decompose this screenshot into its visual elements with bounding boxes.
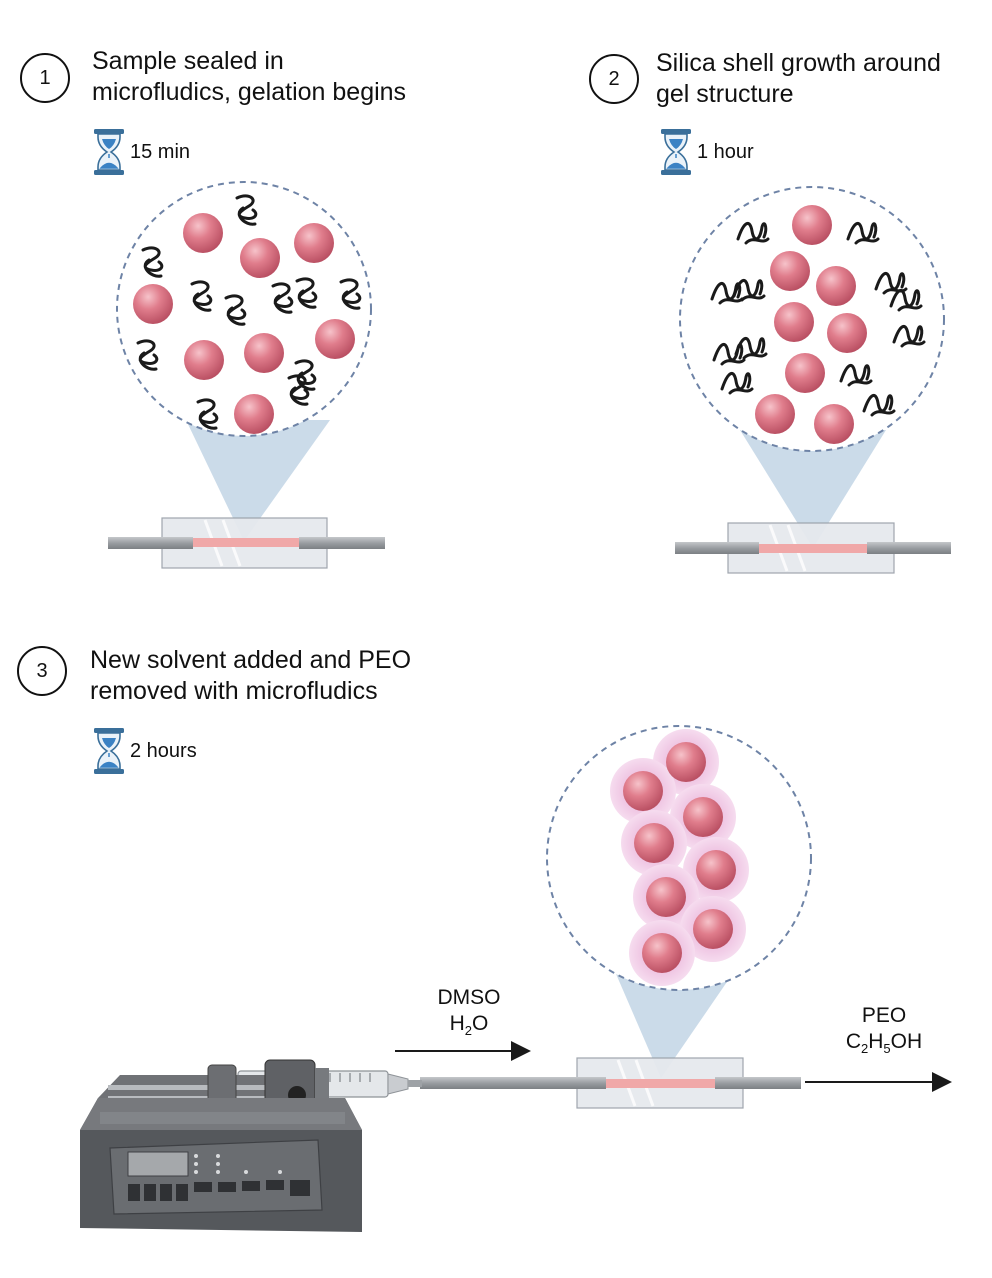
outlet-oh: OH xyxy=(890,1030,923,1053)
microfluidic-chip xyxy=(108,517,385,569)
hourglass-icon xyxy=(661,129,691,175)
step-1-title-line1: Sample sealed in xyxy=(92,47,284,75)
step-1-title-line2: microfludics, gelation begins xyxy=(92,78,407,106)
inlet-sub: 2 xyxy=(464,1023,473,1039)
hourglass-icon xyxy=(94,728,124,774)
microfluidic-chip xyxy=(675,522,951,574)
step-3-number: 3 xyxy=(17,646,67,696)
step-3-title: New solvent added and PEO removed with m… xyxy=(90,645,411,707)
zoom-cone xyxy=(740,430,886,548)
zoom-cone xyxy=(186,420,330,541)
particles xyxy=(755,205,867,444)
inlet-h: H xyxy=(449,1012,465,1035)
syringe-pump-icon xyxy=(80,1059,422,1232)
step-1-number: 1 xyxy=(20,53,70,103)
step-3-duration-text: 2 hours xyxy=(130,739,197,762)
step-3-title-line1: New solvent added and PEO xyxy=(90,646,412,674)
step-2-title-line1: Silica shell growth around xyxy=(656,49,941,77)
outlet-c: C xyxy=(845,1030,862,1053)
step-1-duration: 15 min xyxy=(92,128,190,176)
step-1-duration-text: 15 min xyxy=(130,140,191,163)
outlet-label-line1: PEO xyxy=(861,1004,907,1027)
step-2-title-line2: gel structure xyxy=(656,80,794,108)
particles xyxy=(133,213,355,434)
outlet-h: H xyxy=(868,1030,884,1053)
inlet-o: O xyxy=(472,1012,489,1035)
outlet-waste-label: PEO C2H5OH xyxy=(832,1003,936,1062)
inlet-label-line2: H2O xyxy=(424,1011,514,1044)
hourglass-icon xyxy=(94,129,124,175)
microfluidic-chip xyxy=(420,1057,801,1109)
inlet-solvent-label: DMSO H2O xyxy=(424,985,514,1044)
step-2-duration: 1 hour xyxy=(659,128,754,176)
step-2-number: 2 xyxy=(589,54,639,104)
step-2-title: Silica shell growth around gel structure xyxy=(656,48,941,110)
step-1-title: Sample sealed in microfludics, gelation … xyxy=(92,46,406,108)
outlet-sub2: 5 xyxy=(883,1041,891,1057)
outlet-label-line2: C2H5OH xyxy=(832,1029,936,1062)
particles xyxy=(623,742,736,973)
step-2-duration-text: 1 hour xyxy=(697,140,754,163)
inlet-label-line1: DMSO xyxy=(437,986,501,1009)
step-3-duration: 2 hours xyxy=(92,727,197,775)
outlet-sub1: 2 xyxy=(861,1041,869,1057)
step-3-title-line2: removed with microfludics xyxy=(90,677,378,705)
zoom-cone xyxy=(610,960,742,1078)
